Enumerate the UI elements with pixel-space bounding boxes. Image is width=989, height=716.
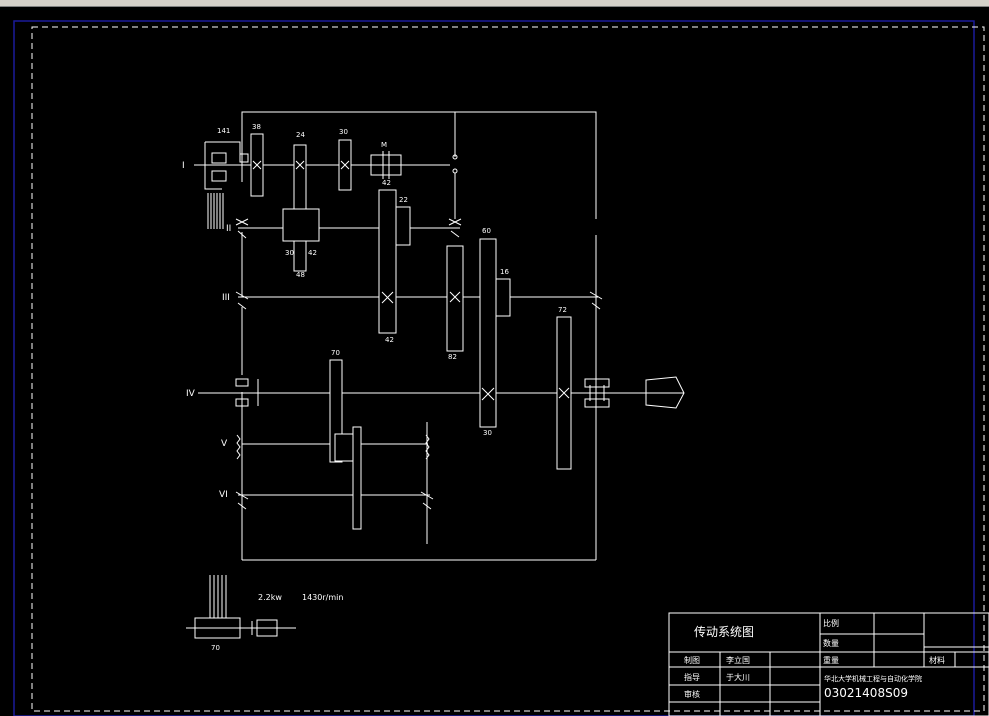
output-coupling — [584, 376, 685, 409]
label-22: 22 — [399, 196, 408, 204]
label-70b: 70 — [211, 644, 220, 652]
label-48: 48 — [296, 271, 305, 279]
pulley-141 — [204, 141, 249, 229]
gears — [250, 133, 572, 530]
gear-60 — [479, 238, 497, 428]
label-M: M — [381, 141, 387, 149]
teacher-label: 指导 — [684, 672, 700, 682]
label-141: 141 — [217, 127, 230, 135]
label-30b: 30 — [285, 249, 294, 257]
drawn-name: 李立国 — [726, 655, 750, 665]
output-bevel-gear — [645, 376, 685, 409]
drawing-number: 03021408S09 — [824, 686, 908, 700]
label-shaft-III: III — [222, 293, 230, 303]
school-name: 华北大学机械工程与自动化学院 — [824, 674, 922, 683]
label-30a: 30 — [339, 128, 348, 136]
gear-42b — [378, 189, 397, 334]
label-16: 16 — [500, 268, 509, 276]
gear-VI-sliding — [352, 426, 362, 530]
gearbox-housing — [241, 111, 597, 561]
motor-speed: 1430r/min — [302, 593, 343, 602]
label-42a: 42 — [382, 179, 391, 187]
label-38: 38 — [252, 123, 261, 131]
label-82: 82 — [448, 353, 457, 361]
quantity-label: 数量 — [823, 638, 839, 648]
gear-22 — [395, 206, 411, 246]
label-42b: 42 — [308, 249, 317, 257]
drawn-label: 制图 — [684, 655, 700, 665]
label-70: 70 — [331, 349, 340, 357]
shaft-labels: I II III IV V VI — [182, 161, 231, 500]
title-block — [668, 612, 989, 716]
gear-24 — [293, 144, 307, 272]
label-42c: 42 — [385, 336, 394, 344]
motor-schematic — [186, 575, 296, 639]
label-shaft-V: V — [221, 439, 228, 449]
shafts — [194, 164, 646, 544]
teacher-name: 于大川 — [726, 672, 750, 682]
label-30c: 30 — [483, 429, 492, 437]
review-label: 审核 — [684, 689, 700, 699]
ratio-label: 比例 — [823, 618, 839, 628]
label-shaft-IV: IV — [186, 389, 196, 399]
label-24: 24 — [296, 131, 305, 139]
label-60: 60 — [482, 227, 491, 235]
label-shaft-II: II — [226, 224, 231, 234]
cad-drawing-canvas[interactable]: I II III IV V VI 141 38 24 30 M 42 22 30… — [0, 7, 989, 716]
gear-labels: 141 38 24 30 M 42 22 30 42 48 60 16 42 8… — [211, 123, 567, 652]
label-72: 72 — [558, 306, 567, 314]
bearings — [235, 154, 603, 510]
motor-power: 2.2kw — [258, 593, 282, 602]
title-block-text: 传动系统图 比例 数量 重量 材料 制图 李立国 指导 于大川 审核 华北大学机… — [684, 618, 945, 700]
weight-label: 重量 — [823, 655, 839, 665]
label-shaft-I: I — [182, 161, 185, 171]
label-shaft-VI: VI — [219, 490, 228, 500]
gear-82 — [446, 245, 464, 352]
toolbar-strip — [0, 0, 989, 7]
material-label: 材料 — [929, 655, 945, 665]
gear-crosses — [252, 160, 570, 401]
gear-16 — [495, 278, 511, 317]
drawing-frame — [13, 20, 985, 716]
gear-48 — [282, 208, 320, 242]
clutch-M — [370, 151, 404, 179]
drawing-title: 传动系统图 — [694, 624, 754, 639]
